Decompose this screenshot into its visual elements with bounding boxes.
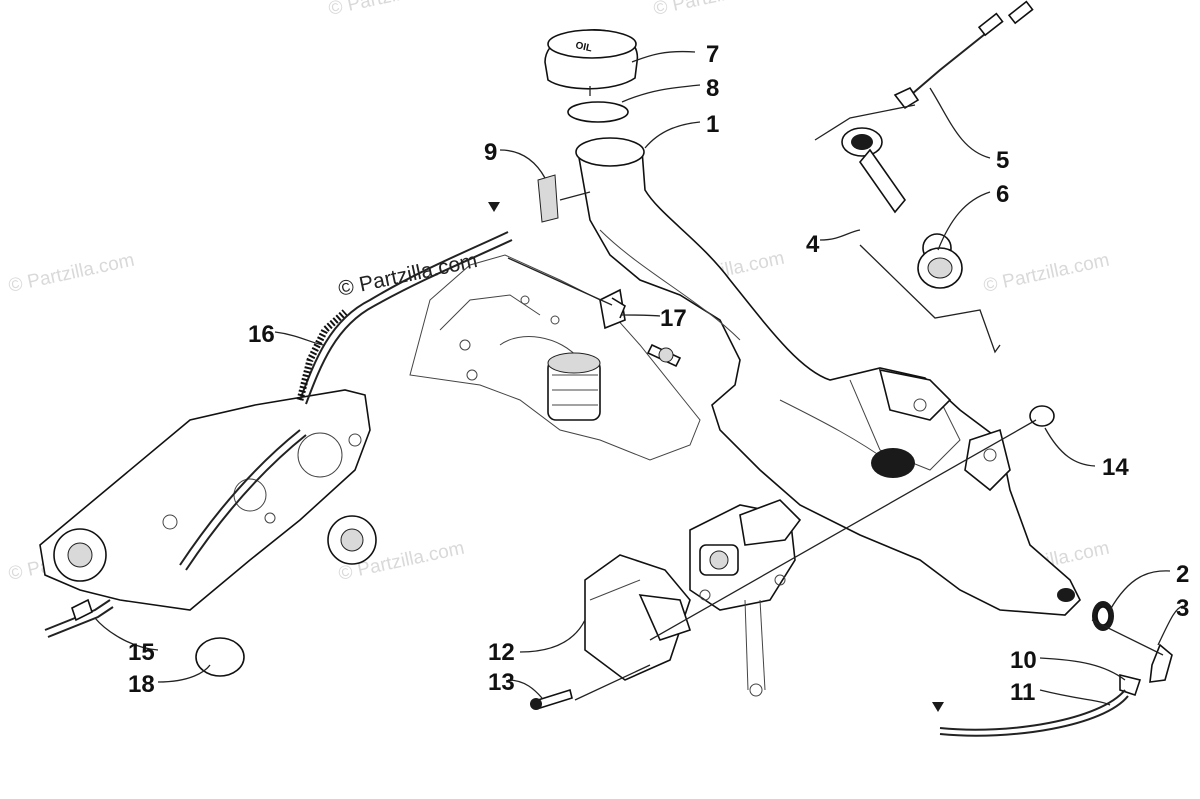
filter-cover [584, 554, 692, 681]
callout-6: 6 [996, 181, 1009, 208]
callout-8: 8 [706, 75, 719, 102]
nut-14 [1029, 405, 1055, 427]
callout-16: 16 [248, 321, 275, 348]
watermark-3: © Partzilla.com [982, 250, 1112, 297]
callout-3: 3 [1176, 595, 1189, 622]
callout-7: 7 [706, 41, 719, 68]
fittings [932, 601, 1173, 737]
side-plate [39, 389, 377, 611]
dipstick-sensor [893, 0, 1034, 110]
oil-pump [689, 499, 802, 697]
hose-clip [537, 174, 559, 223]
callout-17: 17 [660, 305, 687, 332]
callout-9: 9 [484, 139, 497, 166]
callout-14: 14 [1102, 454, 1129, 481]
partzilla-credit: © Partzilla.com [336, 249, 479, 301]
callout-15: 15 [128, 639, 155, 666]
assembly-lines [507, 191, 1164, 701]
callout-4: 4 [806, 231, 820, 258]
callout-12: 12 [488, 639, 515, 666]
cap-text: OIL [574, 40, 593, 54]
o-ring [567, 101, 629, 123]
watermark-8: © Partzilla.com [652, 0, 782, 20]
bolt-13 [530, 688, 573, 710]
callout-10: 10 [1010, 647, 1037, 674]
callout-leaders [94, 50, 1184, 706]
callout-18: 18 [128, 671, 155, 698]
watermark-1: © Partzilla.com [7, 250, 137, 297]
callout-11: 11 [1010, 679, 1035, 706]
callout-labels: 7 8 1 9 5 6 4 17 16 14 2 3 12 13 10 11 1… [128, 41, 1189, 706]
watermark-7: © Partzilla.com [327, 0, 457, 20]
callout-1: 1 [706, 111, 719, 138]
callout-5: 5 [996, 147, 1009, 174]
breather-hose [296, 202, 513, 405]
group-bracket [814, 104, 1001, 354]
engine-block [409, 254, 701, 461]
callout-2: 2 [1176, 561, 1189, 588]
dipstick-body [841, 127, 963, 289]
callout-13: 13 [488, 669, 515, 696]
clamp-and-bolt [599, 288, 682, 368]
oil-tank [575, 137, 1081, 616]
filler-cap: OIL [544, 29, 639, 96]
